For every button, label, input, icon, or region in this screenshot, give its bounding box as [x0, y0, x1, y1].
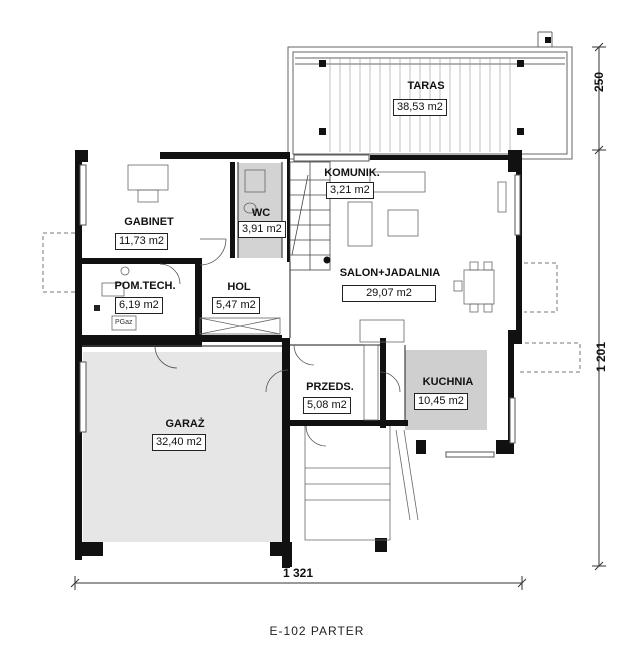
room-area-komunik: 3,21 m2	[326, 182, 374, 199]
room-name-kuchnia: KUCHNIA	[422, 376, 474, 388]
boiler-unit	[94, 305, 100, 311]
terrace-pergola	[287, 31, 573, 160]
room-area-pomtech: 6,19 m2	[115, 297, 163, 314]
door-swings	[154, 238, 401, 447]
dimension-lines	[70, 42, 606, 590]
pergola-posts	[319, 37, 551, 135]
walls	[75, 150, 522, 568]
staircase-marker	[323, 256, 331, 264]
room-name-garaz: GARAŻ	[165, 418, 205, 430]
room-area-kuchnia: 10,45 m2	[414, 393, 468, 410]
furniture	[101, 164, 507, 421]
room-name-wc: WC	[251, 207, 271, 219]
room-name-przeds: PRZEDS.	[306, 381, 354, 393]
entrance-steps	[304, 426, 419, 541]
room-name-salon: SALON+JADALNIA	[339, 267, 441, 279]
dashed-bays	[42, 232, 581, 373]
dimension-depth: 1 201	[594, 341, 608, 372]
room-area-salon: 29,07 m2	[342, 285, 436, 302]
dimension-width: 1 321	[283, 566, 314, 580]
room-area-taras: 38,53 m2	[393, 99, 447, 116]
dimension-terrace: 250	[592, 71, 606, 92]
room-area-garaz: 32,40 m2	[152, 434, 206, 451]
plan-caption: E-102 PARTER	[269, 624, 365, 638]
staircase	[289, 161, 331, 271]
room-area-hol: 5,47 m2	[212, 297, 260, 314]
room-name-taras: TARAS	[407, 80, 445, 92]
room-area-gabinet: 11,73 m2	[115, 233, 169, 250]
room-name-pomtech: POM.TECH.	[114, 280, 176, 292]
room-name-hol: HOL	[227, 281, 251, 293]
room-name-komunik: KOMUNIK.	[324, 167, 380, 179]
room-name-gabinet: GABINET	[124, 216, 174, 228]
room-area-wc: 3,91 m2	[238, 221, 286, 238]
room-area-przeds: 5,08 m2	[303, 397, 351, 414]
equipment-tag: PGaz	[115, 319, 133, 326]
windows	[79, 154, 521, 458]
partitions	[82, 162, 406, 420]
